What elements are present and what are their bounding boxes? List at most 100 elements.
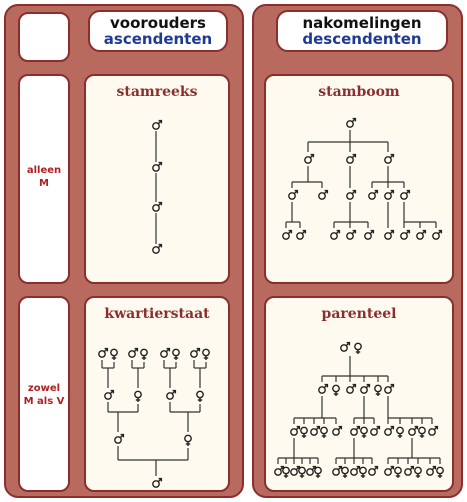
- male-symbol-icon: [368, 465, 379, 476]
- cell-kwartierstaat-title: kwartierstaat: [104, 306, 210, 322]
- male-symbol-icon: [346, 117, 357, 128]
- row-label-top: alleen M: [18, 74, 70, 284]
- cell-stamreeks-title: stamreeks: [116, 84, 198, 100]
- male-symbol-icon: [152, 477, 163, 488]
- male-symbol-icon: [98, 347, 109, 358]
- male-symbol-icon: [350, 465, 361, 476]
- male-symbol-icon: [330, 229, 341, 240]
- male-symbol-icon: [360, 383, 371, 394]
- male-symbol-icon: [370, 425, 381, 436]
- male-symbol-icon: [160, 347, 171, 358]
- female-symbol-icon: [354, 342, 362, 354]
- male-symbol-icon: [318, 189, 329, 200]
- male-symbol-icon: [290, 425, 301, 436]
- cell-stamreeks: stamreeks: [84, 74, 230, 284]
- male-symbol-icon: [384, 189, 395, 200]
- row-label-bottom-line2: M als V: [23, 396, 65, 407]
- male-symbol-icon: [128, 347, 139, 358]
- female-symbol-icon: [184, 434, 192, 446]
- male-symbol-icon: [290, 465, 301, 476]
- male-symbol-icon: [288, 189, 299, 200]
- male-symbol-icon: [400, 229, 411, 240]
- male-symbol-icon: [332, 465, 343, 476]
- male-symbol-icon: [428, 425, 439, 436]
- male-symbol-icon: [152, 119, 163, 130]
- female-symbol-icon: [134, 390, 142, 402]
- female-symbol-icon: [418, 426, 426, 438]
- female-symbol-icon: [110, 348, 118, 360]
- male-symbol-icon: [346, 189, 357, 200]
- cell-stamboom-title: stamboom: [318, 84, 400, 100]
- corner-box: [18, 12, 70, 62]
- male-symbol-icon: [274, 465, 285, 476]
- male-symbol-icon: [384, 465, 395, 476]
- male-symbol-icon: [346, 153, 357, 164]
- female-symbol-icon: [320, 426, 328, 438]
- male-symbol-icon: [408, 425, 419, 436]
- row-label-bottom-line1: zowel: [27, 383, 61, 394]
- male-symbol-icon: [384, 153, 395, 164]
- female-symbol-icon: [202, 348, 210, 360]
- female-symbol-icon: [140, 348, 148, 360]
- cell-stamboom: stamboom: [264, 74, 454, 284]
- male-symbol-icon: [166, 389, 177, 400]
- female-symbol-icon: [359, 466, 367, 478]
- female-symbol-icon: [374, 384, 382, 396]
- male-symbol-icon: [364, 229, 375, 240]
- parenteel-diagram: [274, 341, 444, 478]
- header-nakomelingen-line2: descendenten: [302, 30, 422, 48]
- cell-parenteel: parenteel: [264, 296, 454, 492]
- male-symbol-icon: [368, 189, 379, 200]
- male-symbol-icon: [416, 229, 427, 240]
- cell-kwartierstaat: kwartierstaat: [84, 296, 230, 492]
- header-nakomelingen: nakomelingen descendenten: [276, 10, 448, 52]
- female-symbol-icon: [172, 348, 180, 360]
- row-label-top-line1: alleen: [26, 165, 62, 176]
- female-symbol-icon: [314, 466, 322, 478]
- female-symbol-icon: [282, 466, 290, 478]
- stamreeks-diagram: [152, 119, 163, 254]
- header-voorouders-line2: ascendenten: [103, 30, 213, 48]
- header-voorouders: voorouders ascendenten: [88, 10, 228, 52]
- male-symbol-icon: [426, 465, 437, 476]
- row-label-bottom: zowel M als V: [18, 296, 70, 492]
- male-symbol-icon: [350, 425, 361, 436]
- male-symbol-icon: [340, 341, 351, 352]
- male-symbol-icon: [318, 383, 329, 394]
- male-symbol-icon: [304, 153, 315, 164]
- female-symbol-icon: [360, 426, 368, 438]
- male-symbol-icon: [384, 425, 395, 436]
- female-symbol-icon: [394, 466, 402, 478]
- male-symbol-icon: [404, 465, 415, 476]
- male-symbol-icon: [152, 161, 163, 172]
- row-label-top-line2: M: [39, 178, 49, 189]
- stamboom-diagram: [282, 117, 443, 240]
- female-symbol-icon: [414, 466, 422, 478]
- male-symbol-icon: [384, 229, 395, 240]
- female-symbol-icon: [300, 426, 308, 438]
- male-symbol-icon: [282, 229, 293, 240]
- male-symbol-icon: [400, 189, 411, 200]
- male-symbol-icon: [346, 229, 357, 240]
- female-symbol-icon: [396, 426, 404, 438]
- male-symbol-icon: [332, 425, 343, 436]
- female-symbol-icon: [298, 466, 306, 478]
- male-symbol-icon: [346, 383, 357, 394]
- male-symbol-icon: [306, 465, 317, 476]
- female-symbol-icon: [196, 390, 204, 402]
- kwartierstaat-diagram: [98, 347, 210, 488]
- male-symbol-icon: [114, 433, 125, 444]
- male-symbol-icon: [432, 229, 443, 240]
- male-symbol-icon: [190, 347, 201, 358]
- female-symbol-icon: [341, 466, 349, 478]
- female-symbol-icon: [332, 384, 340, 396]
- male-symbol-icon: [310, 425, 321, 436]
- female-symbol-icon: [436, 466, 444, 478]
- male-symbol-icon: [104, 389, 115, 400]
- male-symbol-icon: [296, 229, 307, 240]
- header-voorouders-line1: voorouders: [109, 14, 206, 32]
- male-symbol-icon: [152, 243, 163, 254]
- male-symbol-icon: [384, 383, 395, 394]
- cell-parenteel-title: parenteel: [321, 306, 397, 322]
- header-nakomelingen-line1: nakomelingen: [302, 14, 422, 32]
